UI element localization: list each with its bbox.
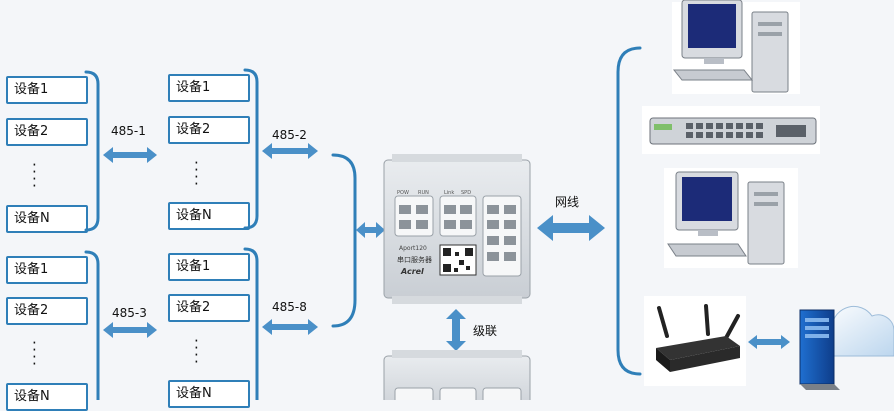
diagram-graphics: POW RUN Link SPD Aport120 串口服务器 Acrel <box>84 0 894 400</box>
device-led-label: SPD <box>461 190 471 196</box>
double-arrow-icon <box>537 215 605 241</box>
link-label-485-8: 485-8 <box>272 300 307 314</box>
link-label-485-3: 485-3 <box>112 306 147 320</box>
link-label-485-2: 485-2 <box>272 128 307 142</box>
double-arrow-icon <box>103 147 157 163</box>
device-name: 串口服务器 <box>397 255 432 264</box>
ellipsis-dots: ···· <box>32 156 37 195</box>
double-arrow-icon <box>748 335 790 349</box>
link-label-485-1: 485-1 <box>111 124 146 138</box>
device-box-n: 设备N <box>168 380 250 408</box>
ellipsis-dots: ···· <box>194 332 199 371</box>
double-arrow-icon <box>103 322 157 338</box>
device-box-n: 设备N <box>6 205 88 233</box>
device-led-label: Link <box>444 190 454 196</box>
double-arrow-icon <box>262 319 318 335</box>
double-arrow-icon <box>356 222 385 238</box>
device-box-n: 设备N <box>6 383 88 411</box>
diagram-canvas: 设备1 设备2 ···· 设备N 设备1 设备2 ···· 设备N 设备1 设备… <box>6 0 894 411</box>
desktop-computer-icon <box>672 0 800 94</box>
double-arrow-icon <box>262 143 318 159</box>
device-box-2: 设备2 <box>6 118 88 146</box>
serial-server-device-cascaded <box>383 350 531 400</box>
device-brand: Acrel <box>400 267 424 276</box>
ellipsis-dots: ···· <box>32 334 37 373</box>
double-arrow-icon <box>446 309 466 351</box>
device-led-label: POW <box>397 190 409 196</box>
device-box-1: 设备1 <box>6 76 88 104</box>
brace-merge <box>331 153 357 328</box>
link-label-network: 网线 <box>555 195 580 209</box>
brace-right <box>616 46 642 376</box>
device-box-2: 设备2 <box>6 297 88 325</box>
network-switch-icon <box>642 106 820 154</box>
device-box-n: 设备N <box>168 202 250 230</box>
desktop-computer-icon <box>664 168 798 268</box>
link-label-cascade: 级联 <box>473 324 498 338</box>
device-box-1: 设备1 <box>168 74 250 102</box>
device-led-label: RUN <box>418 190 429 196</box>
device-box-1: 设备1 <box>168 253 250 281</box>
device-box-2: 设备2 <box>168 116 250 144</box>
device-box-2: 设备2 <box>168 294 250 322</box>
router-icon <box>644 296 746 386</box>
cloud-server-icon <box>799 306 894 390</box>
device-model: Aport120 <box>399 245 427 252</box>
ellipsis-dots: ···· <box>194 154 199 193</box>
serial-server-device <box>383 154 531 304</box>
device-box-1: 设备1 <box>6 256 88 284</box>
